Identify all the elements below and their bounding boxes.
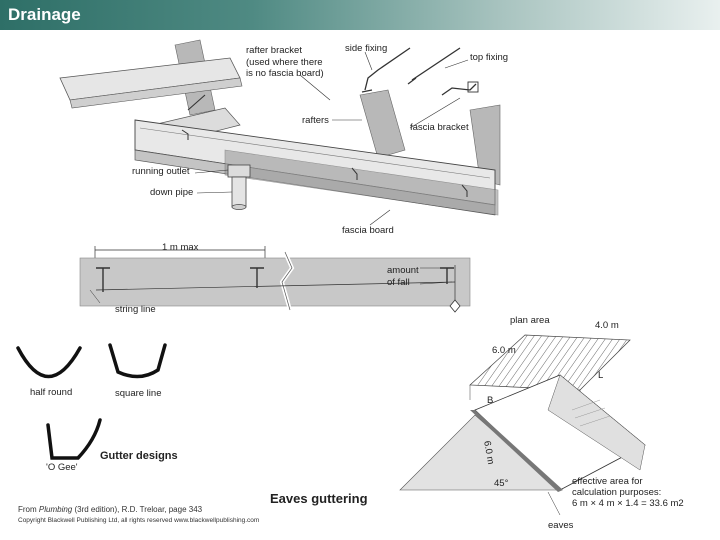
copyright-notice: Copyright Blackwell Publishing Ltd, all …: [18, 517, 260, 524]
label-effective-area: effective area for calculation purposes:…: [572, 476, 684, 509]
label-running-outlet: running outlet: [132, 166, 190, 177]
gutter-assembly-drawing: [59, 39, 501, 216]
label-side-fixing: side fixing: [345, 43, 388, 54]
roof-area-diagram: [399, 334, 646, 516]
gutter-profiles: [16, 343, 167, 460]
top-leader-lines: [194, 51, 469, 226]
eaves-guttering-title: Eaves guttering: [270, 491, 368, 506]
label-square-line: square line: [115, 388, 162, 399]
label-fascia-board: fascia board: [342, 225, 394, 236]
source-suffix: (3rd edition), R.D. Treloar, page 343: [72, 505, 203, 514]
fall-diagram: [79, 246, 471, 313]
source-citation: From Plumbing (3rd edition), R.D. Treloa…: [18, 505, 202, 514]
label-half-round: half round: [30, 387, 73, 398]
label-rafters: rafters: [302, 115, 329, 126]
label-6m-top: 6.0 m: [492, 345, 516, 356]
label-o-gee: 'O Gee': [46, 462, 78, 473]
label-45-degrees: 45°: [494, 478, 509, 489]
label-L: L: [598, 370, 604, 381]
label-4m: 4.0 m: [595, 320, 619, 331]
label-B: B: [487, 395, 494, 406]
label-fascia-bracket: fascia bracket: [410, 122, 469, 133]
page-title: Drainage: [8, 5, 81, 24]
label-amount-of-fall: amount of fall: [387, 265, 419, 288]
gutter-designs-heading: Gutter designs: [100, 450, 178, 462]
title-bar: Drainage: [0, 0, 720, 30]
source-book: Plumbing: [38, 505, 73, 514]
label-eaves: eaves: [548, 520, 574, 531]
label-top-fixing: top fixing: [470, 52, 509, 63]
source-prefix: From: [18, 505, 39, 514]
label-string-line: string line: [115, 304, 156, 315]
label-1m-max: 1 m max: [162, 242, 199, 253]
label-plan-area: plan area: [510, 315, 550, 326]
label-rafter-bracket: rafter bracket (used where there is no f…: [246, 45, 324, 79]
label-down-pipe: down pipe: [150, 187, 194, 198]
